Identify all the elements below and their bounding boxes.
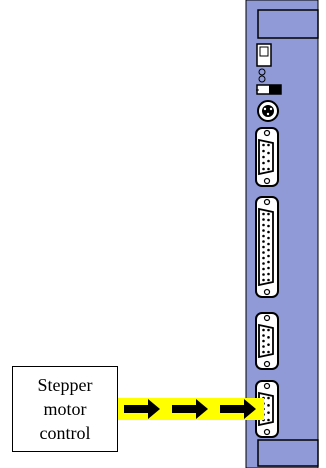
status-display-inner [259, 46, 269, 57]
label-line-3: control [39, 423, 91, 443]
connector-db9-lower-pin [267, 396, 270, 400]
connector-db9-middle-pin [262, 345, 265, 348]
top-slot [257, 9, 319, 39]
connector-db25-pin [262, 245, 265, 249]
connector-db9-middle-shell [258, 323, 274, 359]
connector-db9-upper-shell [258, 138, 274, 176]
connector-db25-pin [267, 242, 270, 246]
connector-db9-upper-pin [262, 143, 265, 147]
connector-db25-screw-1 [263, 198, 271, 206]
connector-db9-lower-pin [267, 411, 270, 414]
connector-db25-pin [267, 236, 270, 240]
connector-db25-pin [262, 251, 265, 254]
connector-db25-pin [262, 278, 265, 282]
connector-db9-middle-pin [262, 339, 265, 343]
stepper-motor-control-label: Stepper motor control [38, 373, 93, 445]
connector-db25-pin [262, 218, 265, 221]
label-line-1: Stepper [37, 375, 93, 395]
arrow-right-icon [172, 399, 208, 419]
connector-db25-pin [262, 234, 265, 238]
connector-db9-upper-pin [267, 151, 270, 155]
stepper-motor-control-box: Stepper motor control [12, 366, 118, 452]
connector-db25-pin [267, 260, 270, 264]
connector-db9-middle-screw-2 [263, 360, 271, 368]
connector-db9-upper-pin [262, 149, 265, 153]
connector-db25-screw-2 [263, 288, 271, 296]
signal-arrows [124, 399, 256, 419]
connector-db9-lower-pin [267, 418, 270, 422]
connector-db25-pin [262, 273, 265, 276]
connector-db9-middle-pin [267, 328, 270, 332]
connector-db9-upper-pin [262, 167, 265, 171]
connector-db9-upper-screw-1 [263, 129, 271, 137]
label-line-2: motor [43, 399, 87, 419]
connector-db9-middle-pin [267, 350, 270, 354]
connector-db9-lower-screw-2 [263, 428, 271, 436]
connector-db25-pin [267, 272, 270, 276]
connector-db9-middle [255, 312, 279, 370]
arrow-right-icon [220, 399, 256, 419]
connector-db25-pin [267, 266, 270, 270]
connector-db9-middle-pin [262, 350, 265, 354]
connector-db9-lower-pin [267, 404, 270, 407]
connector-db9-lower-screw-1 [263, 382, 271, 390]
arrow-right-icon [124, 399, 160, 419]
connector-db25-pin [267, 254, 270, 258]
connector-db9-upper-screw-2 [263, 177, 271, 185]
connector-db25-pin [262, 256, 265, 260]
connector-db9-upper-pin [267, 167, 270, 171]
connector-db25-pin [262, 229, 265, 232]
connector-db25-pin [262, 267, 265, 271]
connector-db9-middle-pin [267, 336, 270, 339]
connector-db25-shell [258, 207, 274, 287]
connector-db9-middle-screw-1 [263, 314, 271, 322]
bottom-slot [257, 439, 319, 467]
connector-db25-pin [267, 218, 270, 222]
round-connector-icon [257, 100, 279, 122]
connector-db25-pin [267, 224, 270, 228]
led-indicator-icon [258, 68, 266, 83]
connector-db9-middle-pin [267, 343, 270, 346]
connector-db9-upper-pin [262, 161, 265, 165]
toggle-switch-lever [269, 85, 281, 94]
connector-db25-pin [267, 278, 270, 282]
connector-db25-pin [267, 248, 270, 252]
connector-db25-pin [262, 223, 265, 227]
connector-group [255, 127, 279, 438]
connector-db25-pin [267, 230, 270, 234]
connector-db9-upper-pin [267, 159, 270, 163]
connector-db9-upper-pin [267, 143, 270, 147]
connector-db25-pin [262, 240, 265, 243]
connector-db25 [255, 196, 279, 298]
connector-db25-pin [262, 212, 265, 216]
connector-db9-upper [255, 127, 279, 187]
connector-db9-upper-pin [262, 155, 265, 159]
connector-db9-middle-pin [262, 328, 265, 332]
connector-db9-middle-pin [262, 334, 265, 337]
connector-db25-pin [262, 262, 265, 265]
connector-db25-pin [267, 212, 270, 216]
